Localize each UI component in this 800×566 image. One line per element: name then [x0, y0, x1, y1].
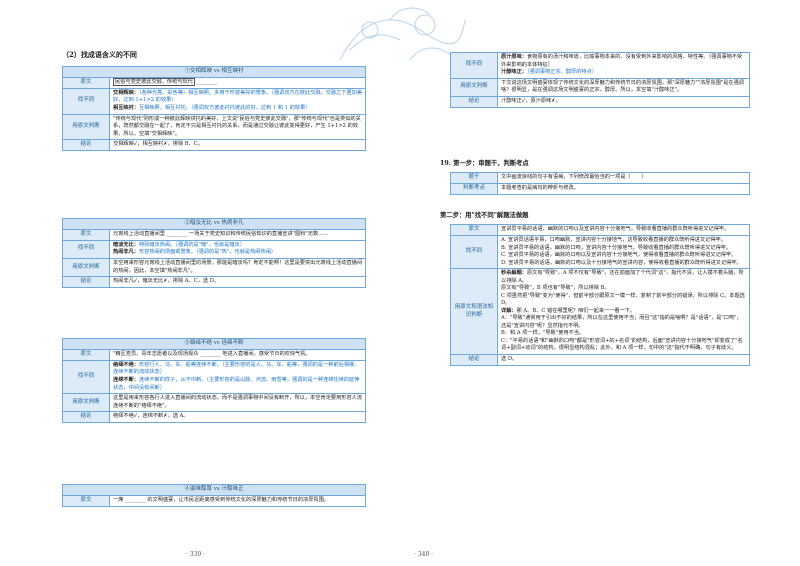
- row-label: 结论: [450, 353, 498, 366]
- difference-cell: 络绎不绝：形容行人、马、车、船等连续不断。（主要形容的是人、马、车、船等，强调的…: [109, 359, 366, 395]
- row-label: 原文: [62, 228, 110, 241]
- conclusion-text: 选 D。: [497, 353, 750, 366]
- row-label: 用原文判断: [450, 77, 498, 97]
- row-label: 原文: [450, 224, 498, 236]
- row-label: 找不同: [450, 52, 498, 79]
- group-title: ①交相辉映 vs 相互映衬: [62, 66, 366, 78]
- judgement-text: 这里是用来形容各行人进入直播间的流动状态，而不是强调事物中间没有断开，所以，本空…: [109, 393, 366, 413]
- question-heading: 19. 第一步：审题干，判断考点: [440, 160, 529, 167]
- conclusion-text: 络绎不绝✓，连绵不断✗，选 A。: [109, 411, 366, 424]
- difference-cell: 交相辉映：（各种光亮、彩色等）相互映照。多用于形容美好的景象。（强调双方在彼此交…: [109, 87, 366, 115]
- option-a: A. 宣讲员话语平易，口吻幽默，宣讲内容十分接地气，这导致收看直播的群众既听得进…: [501, 236, 726, 243]
- row-label: 用原文和语法知识判断: [450, 268, 498, 355]
- original-text: 元宵线上活动直播间里 ________ 一场关于党史知识和传统民俗知识的直播宣讲…: [109, 228, 366, 241]
- option-b: B. 宣讲员平易的话语，幽默的口吻，宣讲内容十分接地气，导致收看直播的群众既听得…: [501, 244, 732, 251]
- explanation-cell: 秒杀解题：原文有"导致"，A 项不仅有"导致"，还在前面加了个代词"这"，指代不…: [497, 268, 750, 355]
- comparison-table-4-continued: 找不同 原汁原味：食物原有的汤汁和味道，比喻事物本来的、没有受到外来影响的风格、…: [450, 52, 750, 108]
- floral-ornament-icon: [339, 7, 466, 61]
- test-point: 本题考查的是病句的辨析与修改。: [497, 182, 750, 195]
- row-label: 用原文判断: [62, 257, 110, 278]
- group-title: ③络绎不绝 vs 连绵不断: [62, 338, 366, 350]
- solution-table: 原文 宣讲员平易的话语，幽默的口吻以及宣讲内容十分接地气，导致收看直播的群众既听…: [450, 224, 750, 366]
- page-number: · 340 ·: [414, 551, 434, 558]
- row-label: 结论: [62, 139, 110, 152]
- comparison-table-1: ①交相辉映 vs 相互映衬 原文 民俗与党史彼此交融，传统与现代 _______…: [62, 66, 366, 152]
- difference-cell: 原汁原味：食物原有的汤汁和味道，比喻事物本来的、没有受到外来影响的风格、特性等。…: [497, 52, 750, 79]
- right-page: 找不同 原汁原味：食物原有的汤汁和味道，比喻事物本来的、没有受到外来影响的风格、…: [400, 0, 800, 566]
- row-label: 原文: [62, 494, 110, 507]
- row-label: 题干: [450, 172, 498, 184]
- comparison-table-4: ④滋味醇厚 vs 汁醇味正 原文 一席 ________ 的文明盛宴，让市民近距…: [62, 484, 366, 507]
- row-label: 原文: [62, 348, 110, 361]
- row-label: 用原文判断: [62, 113, 110, 141]
- row-label: 找不同: [450, 234, 498, 270]
- judgement-text: 下文说这场文明盛宴体现了传统文化的深厚魅力和传统节日的浓厚氛围，那"深厚魅力""…: [497, 77, 750, 97]
- conclusion-text: 热闹非凡✓，暗淡无比✗，排除 A、C，选 D。: [109, 276, 366, 289]
- options-cell: A. 宣讲员话语平易，口吻幽默，宣讲内容十分接地气，这导致收看直播的群众既听得进…: [497, 234, 750, 270]
- row-label: 结论: [450, 95, 498, 108]
- difference-cell: 暗淡无比：特别暗淡热闹。（强调的是"暗"，也就是暗淡） 热闹非凡：形容热闹的场面…: [109, 239, 366, 260]
- original-text: 一席 ________ 的文明盛宴，让市民近距离感受到传统文化的深厚魅力和传统节…: [109, 494, 366, 507]
- question-stem: 文中画波浪线的句子有语病，下列修改最恰当的一项是（ ）: [497, 172, 750, 184]
- group-title: ④滋味醇厚 vs 汁醇味正: [62, 484, 366, 496]
- row-label: 结论: [62, 411, 110, 424]
- comparison-table-3: ③络绎不绝 vs 连绵不断 原文 "精区党员、青年志愿者以及现场观众 _____…: [62, 338, 366, 424]
- row-label: 找不同: [62, 87, 110, 115]
- original-text: 宣讲员平易的话语，幽默的口吻以及宣讲内容十分接地气，导致收看直播的群众既听得进又…: [497, 224, 750, 236]
- row-label: 找不同: [62, 359, 110, 395]
- section-heading: （2）找成语含义的不同: [62, 50, 137, 59]
- judgement-text: "传统与现代"则形成一种彼此辉映烘托的美好，上文说"民俗与党史彼此交融"，那"传…: [109, 113, 366, 141]
- option-d: D. 宣讲员平易的话语，幽默的口吻以及十分接地气的宣讲内容，使得收看直播的群众既…: [501, 259, 742, 266]
- row-label: 判断考点: [450, 182, 498, 195]
- original-text: 民俗与党史彼此交融，传统与现代 ________: [109, 76, 366, 89]
- question-analysis-table: 题干 文中画波浪线的句子有语病，下列修改最恰当的一项是（ ） 判断考点 本题考查…: [450, 172, 750, 195]
- row-label: 结论: [62, 276, 110, 289]
- row-label: 找不同: [62, 239, 110, 260]
- page-number: · 339 ·: [186, 551, 206, 558]
- conclusion-text: 交相辉映✓，相互映衬✗，排除 B、C。: [109, 139, 366, 152]
- row-label: 用原文判断: [62, 393, 110, 413]
- row-label: 原文: [62, 76, 110, 89]
- original-text: "精区党员、青年志愿者以及现场观众 ________ 地进入直播间，感受节日的欢…: [109, 348, 366, 361]
- conclusion-text: 汁醇味正✓，原汁原味✗。: [497, 95, 750, 108]
- comparison-table-2: ②暗淡无比 vs 热闹非凡 原文 元宵线上活动直播间里 ________ 一场关…: [62, 218, 366, 289]
- left-page: （2）找成语含义的不同 ①交相辉映 vs 相互映衬 原文 民俗与党史彼此交融，传…: [62, 50, 366, 558]
- judgement-text: 本空用来形容元宵线上活动直播间里的场景，那能是暗淡吗？肯定不能啊！这里是要突出元…: [109, 257, 366, 278]
- option-c: C. 宣讲员平易的话语，幽默的口吻以及宣讲内容十分接地气，使得收看直播的群众既听…: [501, 252, 737, 259]
- step-heading: 第二步：用"找不同"解题法做题: [440, 212, 529, 219]
- group-title: ②暗淡无比 vs 热闹非凡: [62, 218, 366, 230]
